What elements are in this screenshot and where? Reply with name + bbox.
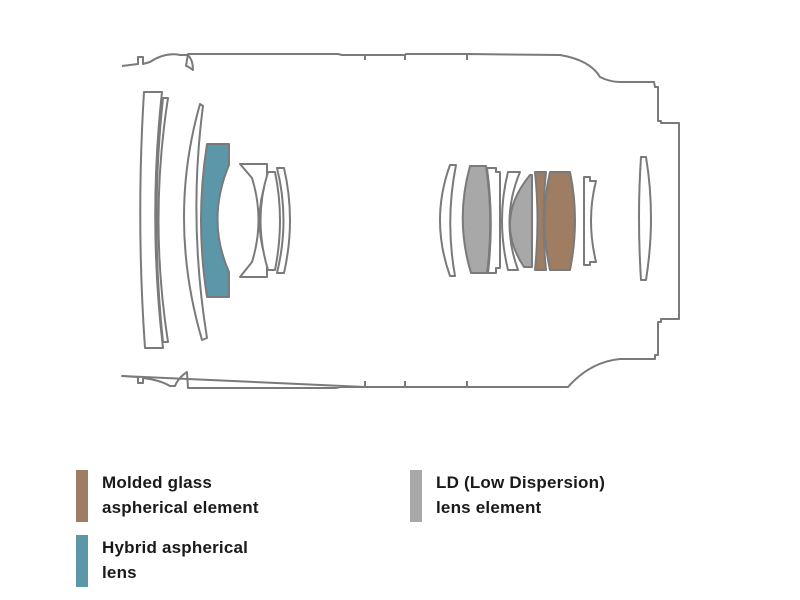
ld-element-1 xyxy=(461,165,492,274)
legend-label-line2: lens element xyxy=(436,498,542,517)
lens-element-7 xyxy=(276,167,291,274)
legend-swatch-hybrid xyxy=(76,535,88,587)
legend-label-line1: LD (Low Dispersion) xyxy=(436,473,606,492)
legend-label-line2: lens xyxy=(102,563,137,582)
lens-element-14 xyxy=(583,176,597,266)
lens-element-6 xyxy=(259,171,281,271)
molded-aspherical-element-2 xyxy=(543,171,576,271)
lens-element-8 xyxy=(439,164,457,277)
lens-element-3 xyxy=(183,103,208,341)
legend-label-ld: LD (Low Dispersion) lens element xyxy=(436,470,605,520)
legend-swatch-molded xyxy=(76,470,88,522)
lens-barrel-outline xyxy=(121,53,680,389)
legend-label-line1: Hybrid aspherical xyxy=(102,538,249,557)
lens-element-2 xyxy=(155,97,169,343)
legend-item-hybrid: Hybrid aspherical lens xyxy=(76,535,248,587)
legend-label-line1: Molded glass xyxy=(102,473,213,492)
legend-label-hybrid: Hybrid aspherical lens xyxy=(102,535,248,585)
legend-item-molded: Molded glass aspherical element xyxy=(76,470,259,522)
lens-element-11 xyxy=(501,171,521,271)
lens-element-15 xyxy=(638,156,652,281)
molded-aspherical-element-1 xyxy=(534,171,547,271)
legend-item-ld: LD (Low Dispersion) lens element xyxy=(410,470,605,522)
legend-label-line2: aspherical element xyxy=(102,498,259,517)
legend-label-molded: Molded glass aspherical element xyxy=(102,470,259,520)
lens-element-10 xyxy=(486,167,501,274)
hybrid-aspherical-lens xyxy=(200,143,230,298)
legend-swatch-ld xyxy=(410,470,422,522)
ld-element-2 xyxy=(508,174,533,268)
